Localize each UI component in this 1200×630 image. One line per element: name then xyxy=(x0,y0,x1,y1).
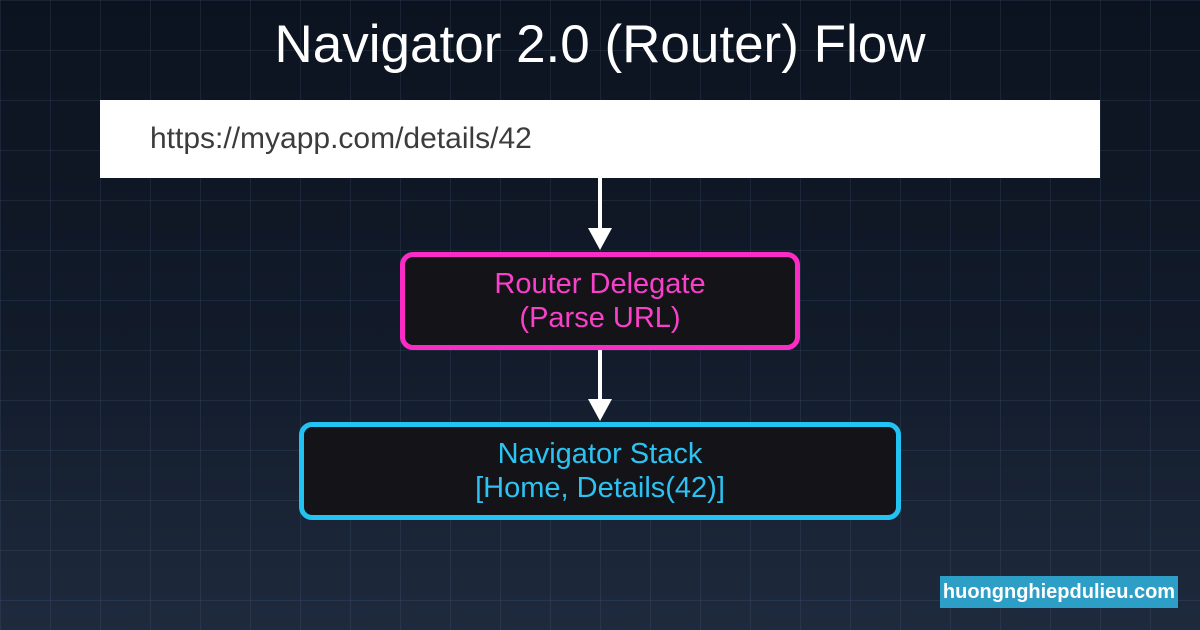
arrow-head-icon xyxy=(588,228,612,250)
navigator-stack-node: Navigator Stack [Home, Details(42)] xyxy=(299,422,901,520)
router-delegate-title: Router Delegate xyxy=(494,268,706,300)
down-arrow-router-to-stack xyxy=(588,350,612,421)
arrow-line xyxy=(598,178,602,228)
url-text: https://myapp.com/details/42 xyxy=(150,122,532,155)
arrow-line xyxy=(598,350,602,399)
arrow-head-icon xyxy=(588,399,612,421)
down-arrow-url-to-router xyxy=(588,178,612,250)
router-delegate-subtitle: (Parse URL) xyxy=(519,302,681,334)
url-bar: https://myapp.com/details/42 xyxy=(100,100,1100,178)
page-title: Navigator 2.0 (Router) Flow xyxy=(274,15,926,74)
navigator-stack-subtitle: [Home, Details(42)] xyxy=(475,472,725,504)
navigator-stack-title: Navigator Stack xyxy=(497,438,703,470)
watermark-badge: huongnghiepdulieu.com xyxy=(940,576,1178,608)
router-delegate-node: Router Delegate (Parse URL) xyxy=(400,252,800,350)
